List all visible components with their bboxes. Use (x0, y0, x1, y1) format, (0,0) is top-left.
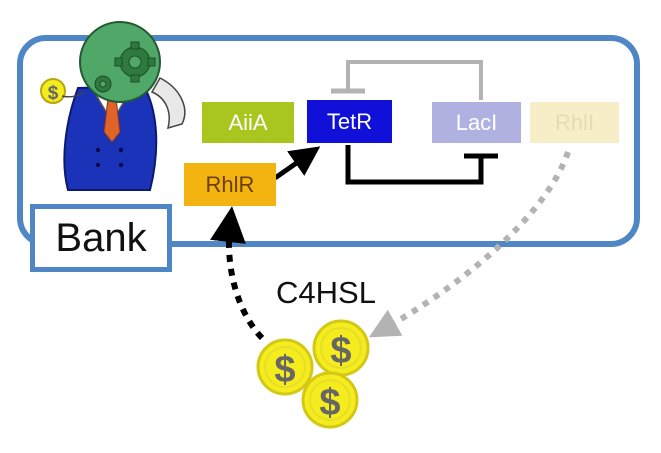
signal-label-c4hsl: C4HSL (276, 275, 376, 310)
laci-represses-tetr (346, 60, 483, 100)
cell-outline (17, 35, 640, 247)
coin-icon: $ (312, 319, 370, 377)
rhlr-activates-tetr (273, 146, 321, 181)
banker-icon: $ (40, 21, 186, 191)
gene-rhlr: RhlR (184, 163, 276, 206)
gene-tetr: TetR (307, 100, 392, 143)
rhli-produces-c4hsl-arrow (368, 151, 571, 338)
svg-text:$: $ (274, 349, 295, 391)
svg-text:$: $ (319, 382, 340, 424)
coin-icon: $ (301, 371, 359, 429)
coin-icon (40, 78, 66, 104)
coin-stack: $ $ $ (256, 319, 370, 429)
gene-rhli: RhlI (530, 102, 619, 143)
gear-icon (94, 41, 156, 93)
cell-label-bank: Bank (30, 204, 172, 272)
gene-aiia: AiiA (202, 102, 294, 143)
tetr-represses-laci (345, 145, 484, 185)
gene-laci: LacI (432, 102, 521, 143)
svg-text:$: $ (330, 330, 351, 372)
svg-text:$: $ (48, 83, 59, 104)
coin-icon: $ (256, 338, 314, 396)
c4hsl-sensed-arrow (210, 206, 265, 341)
